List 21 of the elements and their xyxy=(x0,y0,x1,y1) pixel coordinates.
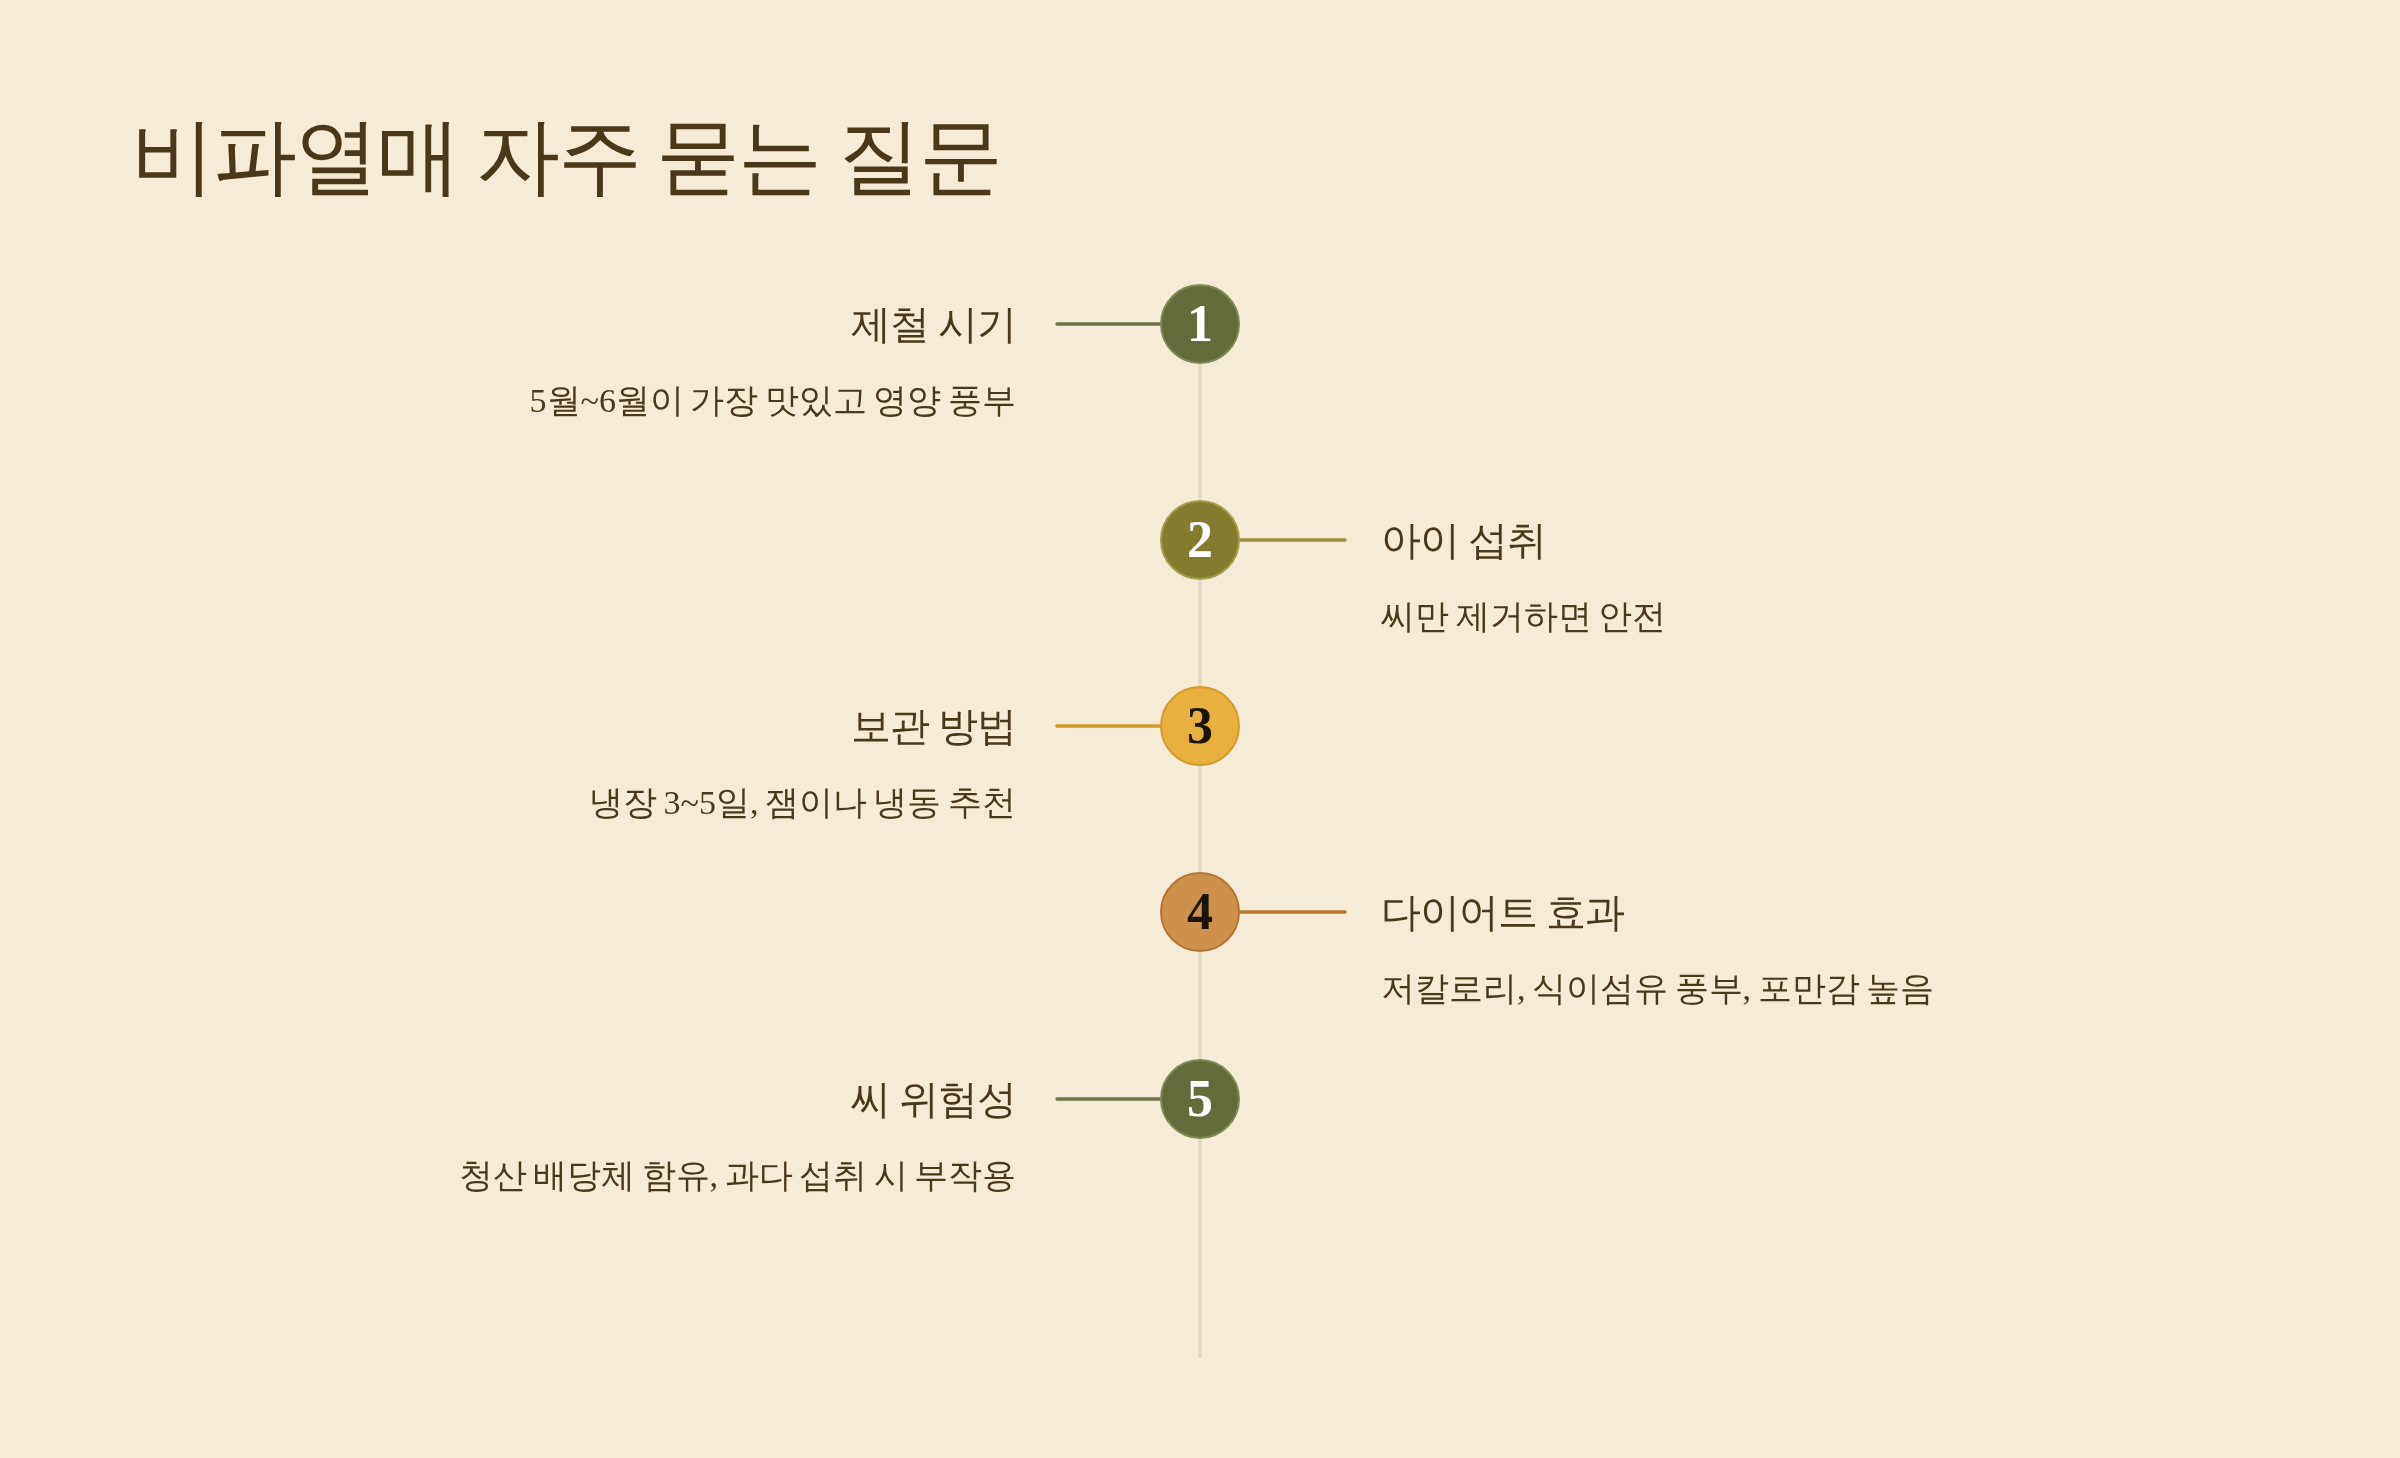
step-number: 5 xyxy=(1187,1071,1213,1127)
answer-text: 저칼로리, 식이섬유 풍부, 포만감 높음 xyxy=(1381,969,1934,1009)
question-heading: 씨 위험성 xyxy=(851,1075,1016,1124)
diagram-title: 비파열매 자주 묻는 질문 xyxy=(131,108,1002,204)
step-number: 4 xyxy=(1187,884,1213,940)
step-number: 2 xyxy=(1187,512,1213,568)
question-heading: 다이어트 효과 xyxy=(1381,888,1624,937)
step-number: 3 xyxy=(1187,698,1213,754)
answer-text: 씨만 제거하면 안전 xyxy=(1381,597,1666,637)
connector-line xyxy=(1055,1097,1162,1101)
connector-line xyxy=(1238,538,1347,542)
answer-text: 냉장 3~5일, 잼이나 냉동 추천 xyxy=(589,783,1016,823)
answer-text: 청산 배당체 함유, 과다 섭취 시 부작용 xyxy=(458,1156,1016,1196)
connector-line xyxy=(1238,910,1347,914)
step-number: 1 xyxy=(1187,296,1213,352)
question-heading: 아이 섭취 xyxy=(1381,516,1546,565)
connector-line xyxy=(1055,724,1162,728)
question-heading: 보관 방법 xyxy=(851,702,1016,751)
answer-text: 5월~6월이 가장 맛있고 영양 풍부 xyxy=(529,381,1016,421)
question-heading: 제철 시기 xyxy=(851,300,1016,349)
connector-line xyxy=(1055,322,1162,326)
